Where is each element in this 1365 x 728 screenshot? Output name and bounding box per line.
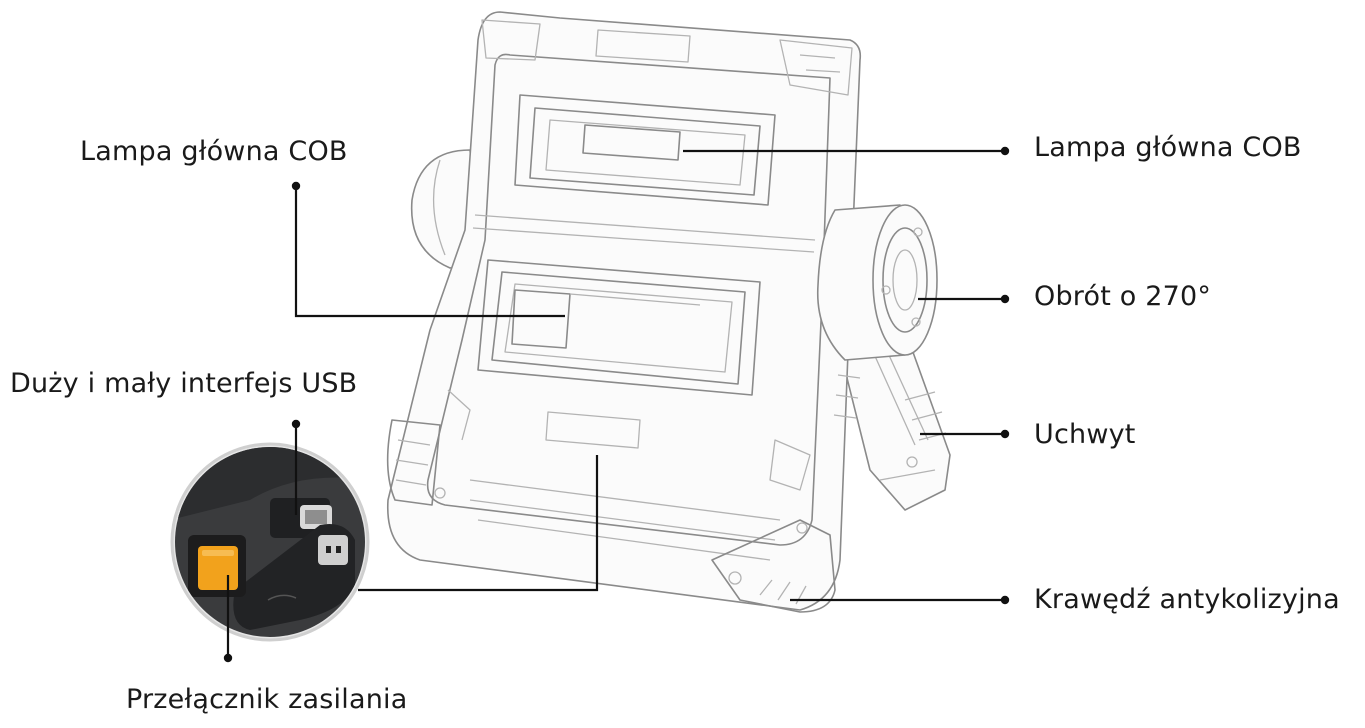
label-bumper: Krawędź antykolizyjna <box>1034 584 1340 615</box>
label-cob-right: Lampa główna COB <box>1034 132 1302 163</box>
label-power-switch: Przełącznik zasilania <box>126 684 408 715</box>
label-usb: Duży i mały interfejs USB <box>10 368 358 399</box>
label-rotation: Obrót o 270° <box>1034 281 1212 312</box>
usb-switch-closeup <box>170 442 370 642</box>
label-handle: Uchwyt <box>1034 419 1136 450</box>
rotation-hinge <box>816 204 938 361</box>
leader-lines <box>223 146 1010 663</box>
label-cob-left: Lampa główna COB <box>80 136 348 167</box>
light-body <box>386 11 862 613</box>
